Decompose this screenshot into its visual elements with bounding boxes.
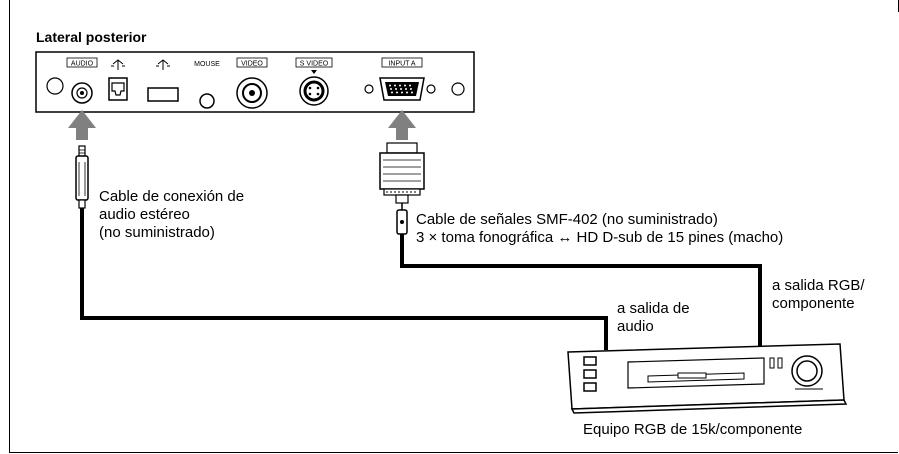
signal-cable-label-line: 3 × toma fonográfica ↔ HD D-sub de 15 pi… xyxy=(416,229,784,246)
rgb-out-label: a salida RGB/ componente xyxy=(772,277,865,313)
audio-cable-label-line: Cable de conexión de xyxy=(99,188,245,205)
audio-out-label-line: audio xyxy=(617,318,654,335)
rear-panel: AUDIO MOUSE VIDEO S VIDEO xyxy=(35,51,475,113)
screw-hole xyxy=(46,77,64,95)
usb-a-port xyxy=(147,87,179,102)
audio-out-label-line: a salida de xyxy=(617,300,690,317)
input-connect-arrow xyxy=(388,110,416,140)
audio-port-label: AUDIO xyxy=(71,61,94,68)
audio-mini-plug xyxy=(75,145,89,209)
usb-icon xyxy=(111,59,125,70)
signal-cable-line xyxy=(400,234,762,350)
audio-cable-label-line: (no suministrado) xyxy=(99,224,215,241)
audio-cable-line xyxy=(80,208,608,350)
figure-frame xyxy=(9,0,899,453)
cables xyxy=(80,208,762,350)
signal-cable-label: Cable de señales SMF-402 (no suministrad… xyxy=(416,211,783,247)
figure-title: Lateral posterior xyxy=(36,29,147,45)
usb-icon xyxy=(156,59,170,70)
hd-dsub-plug xyxy=(379,142,425,235)
rgb-out-label-line: componente xyxy=(772,295,855,312)
screw-hole xyxy=(451,82,465,96)
audio-cable-label: Cable de conexión de audio estéreo (no s… xyxy=(99,188,244,242)
mouse-port-label: MOUSE xyxy=(194,61,220,68)
mouse-port xyxy=(199,93,215,109)
rgb-out-label-line: a salida RGB/ xyxy=(772,277,865,294)
equipment-label: Equipo RGB de 15k/componente xyxy=(583,421,803,438)
input-a-port-label: INPUT A xyxy=(388,61,415,68)
svideo-port-label: S VIDEO xyxy=(300,61,329,68)
signal-cable-label-line: Cable de señales SMF-402 (no suministrad… xyxy=(416,211,718,228)
audio-out-label: a salida de audio xyxy=(617,300,690,336)
audio-cable-label-line: audio estéreo xyxy=(99,206,190,223)
connection-arrows xyxy=(68,110,416,140)
video-port-label: VIDEO xyxy=(241,61,263,68)
audio-connect-arrow xyxy=(68,110,96,140)
rgb-equipment xyxy=(567,343,848,414)
audio-port-label-box xyxy=(66,57,98,68)
